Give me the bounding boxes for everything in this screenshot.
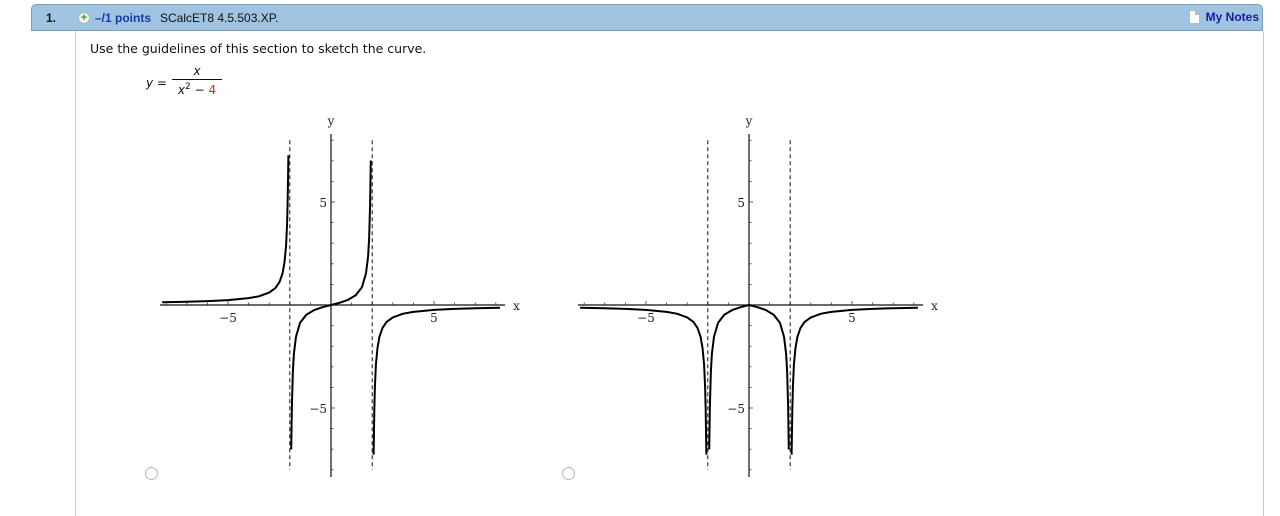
- x-tick-label: −5: [219, 311, 237, 325]
- curve-right-branch: [372, 306, 500, 455]
- fraction-bar: [172, 79, 222, 80]
- graph-option-a: −5 5 5 −5 x y: [160, 114, 520, 478]
- y-axis-label: y: [327, 114, 335, 128]
- question-header: 1. + –/1 points SCalcET8 4.5.503.XP. My …: [31, 4, 1263, 31]
- radio-option-a[interactable]: [145, 467, 158, 480]
- equation-denominator: x2 − 4: [172, 82, 222, 97]
- radio-option-b[interactable]: [562, 467, 575, 480]
- x-axis-label: x: [513, 299, 520, 313]
- y-tick-label: 5: [737, 196, 745, 210]
- den-operator: −: [190, 83, 209, 97]
- x-axis-label: x: [931, 299, 938, 313]
- curve-right-branch: [790, 306, 918, 455]
- question-source: SCalcET8 4.5.503.XP.: [160, 11, 279, 25]
- content-left-border: [75, 31, 76, 516]
- y-axis-label: y: [745, 114, 753, 128]
- y-tick-label: −5: [309, 402, 327, 416]
- equation-numerator: x: [193, 64, 201, 78]
- curve-left-branch: [162, 155, 290, 304]
- den-variable: x: [177, 83, 186, 97]
- content-right-border: [1263, 31, 1264, 516]
- x-tick-label: 5: [848, 311, 856, 325]
- points-link[interactable]: –/1 points: [95, 11, 152, 25]
- note-page-icon: [1188, 10, 1200, 24]
- x-tick-label: −5: [637, 311, 655, 325]
- y-tick-label: −5: [727, 402, 745, 416]
- question-number: 1.: [46, 11, 57, 25]
- equation-fraction: x x2 − 4: [172, 64, 222, 97]
- curve-left-branch: [580, 306, 708, 455]
- my-notes-button[interactable]: My Notes: [1188, 10, 1259, 24]
- den-exponent: 2: [185, 82, 191, 92]
- expand-plus-icon[interactable]: +: [78, 12, 90, 24]
- equation-lhs: y =: [146, 76, 167, 90]
- curve-middle-branch: [290, 160, 372, 450]
- x-tick-label: 5: [430, 311, 438, 325]
- graph-option-b: −5 5 5 −5 x y: [578, 114, 938, 478]
- y-tick-label: 5: [319, 196, 327, 210]
- curve-middle-branch: [708, 304, 790, 450]
- my-notes-label: My Notes: [1205, 10, 1259, 24]
- question-prompt: Use the guidelines of this section to sk…: [90, 41, 427, 56]
- den-constant: 4: [208, 83, 217, 97]
